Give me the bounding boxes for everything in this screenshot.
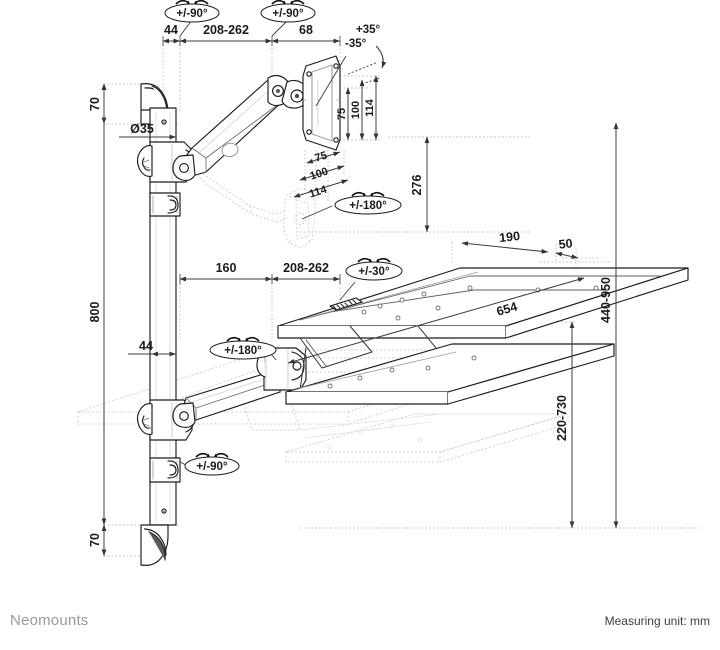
dim-50: 50: [558, 236, 573, 251]
tray-support-lower-arm: [172, 371, 281, 429]
mouse-shelf: [285, 343, 615, 405]
callout-90-top-left: +/-90°: [164, 0, 220, 23]
callout-tilt-up: +35°: [356, 24, 381, 36]
dim-vesa-v-114: 114: [364, 98, 376, 117]
callout-30-tray: +/-30°: [345, 257, 403, 281]
callout-90-top-right: +/-90°: [260, 0, 316, 23]
dim-44-left: 44: [139, 339, 153, 353]
dimension-labels: 44 208-262 68 160 208-262 70 Ø35 800 44 …: [88, 23, 613, 547]
angle-label-90-top-left: +/-90°: [176, 8, 208, 20]
dim-276: 276: [410, 175, 424, 196]
angle-label-180-monitor: +/-180°: [349, 200, 387, 212]
dim-68-top: 68: [299, 23, 313, 37]
dim-70-bottom: 70: [88, 533, 102, 547]
angle-label-90-top-right: +/-90°: [272, 8, 304, 20]
dim-190: 190: [498, 229, 520, 245]
dim-line-654: [287, 277, 585, 364]
bottom-wall-bracket: [140, 524, 169, 566]
dim-line-50: [555, 251, 579, 259]
dim-208-262-top: 208-262: [203, 23, 249, 37]
angle-callouts: +/-90° +/-90° +35° -35° +/-180°: [164, 0, 403, 476]
lower-collar-clamp: [149, 457, 181, 483]
dim-70-top: 70: [88, 97, 102, 111]
dim-160: 160: [216, 261, 237, 275]
dim-220-730: 220-730: [555, 395, 569, 441]
dim-line-vesa-horizontal: [293, 151, 349, 198]
callout-tilt-down: -35°: [345, 38, 367, 50]
measuring-unit-note: Measuring unit: mm: [604, 614, 710, 628]
angle-label-180-tray-arm: +/-180°: [224, 345, 262, 357]
dim-diameter-35: Ø35: [130, 122, 154, 136]
angle-label-90-bottom: +/-90°: [196, 461, 228, 473]
dim-vesa-h-75: 75: [313, 150, 328, 165]
dim-vesa-h-114: 114: [308, 183, 329, 200]
ghost-faint-accents: [299, 413, 441, 451]
dim-440-950: 440-950: [599, 277, 613, 323]
callout-90-bottom: +/-90°: [184, 452, 240, 476]
callout-180-tray-arm: +/-180°: [209, 336, 277, 360]
dim-vesa-v-75: 75: [336, 108, 348, 120]
dim-208-262-mid: 208-262: [283, 261, 329, 275]
dim-44-top: 44: [164, 23, 178, 37]
brand-name: Neomounts: [10, 612, 89, 629]
sheet-footer: Neomounts Measuring unit: mm: [0, 604, 720, 650]
angle-label-tilt-up: +35°: [356, 24, 381, 36]
dim-vesa-h-100: 100: [308, 166, 329, 183]
dim-vesa-v-100: 100: [350, 101, 362, 119]
dim-800: 800: [88, 302, 102, 323]
dim-line-190: [461, 241, 549, 254]
dim-line-top-row: [162, 36, 341, 46]
monitor-vesa-head: [281, 55, 341, 151]
monitor-gas-spring-arm: [172, 74, 292, 182]
dim-654: 654: [495, 300, 519, 319]
dim-line-vesa-vertical: [345, 75, 379, 140]
upper-collar-clamp: [149, 192, 181, 217]
dim-line-mid-row: [179, 274, 341, 284]
dim-leader-tilt: [315, 45, 387, 107]
angle-label-tilt-down: -35°: [345, 38, 367, 50]
callout-180-monitor: +/-180°: [334, 191, 402, 215]
angle-label-30-tray: +/-30°: [358, 266, 390, 278]
